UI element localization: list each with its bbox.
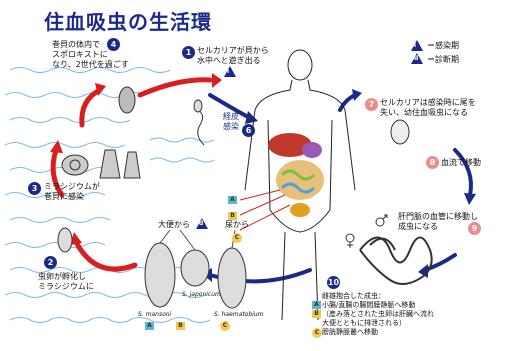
step-1-infective-icon: i [224, 66, 236, 77]
organ-marker-b: B [228, 212, 237, 220]
egg-marker-c: C [220, 321, 230, 331]
step-10-marker-c: C [312, 328, 322, 338]
step-1-text: セルカリアが貝から 水中へと遊ぎ出る [197, 46, 269, 66]
step-6-text: 経皮 感染 [223, 112, 239, 132]
step-8-number: 8 [426, 156, 439, 169]
internal-organs [268, 133, 324, 217]
egg-stool-label: 大便から [158, 220, 190, 230]
egg-urine-label: 尿から [225, 220, 249, 230]
miracidium [58, 228, 72, 252]
egg-marker-b: B [176, 322, 185, 330]
step-9-text: 肝門脈の血管に移動し 成虫になる [398, 212, 478, 232]
step-7-number: 7 [365, 98, 378, 111]
egg-diagnostic-icon: d [196, 218, 208, 229]
egg-pointer-lines [160, 230, 235, 250]
step-9-number: 9 [468, 222, 481, 235]
step-3-text: ミラシジウムが 巻貝に感染 [44, 182, 100, 202]
adult-worms [360, 238, 432, 285]
step-8-text: 血流で移動 [441, 158, 481, 168]
organ-marker-c: C [232, 233, 242, 243]
step-2-number: 2 [44, 256, 57, 269]
infective-stage-icon: i [411, 40, 423, 51]
egg-marker-a: A [145, 322, 154, 330]
egg-species-japonicum: S. japonicum [182, 290, 221, 300]
step-10-marker-b: B [312, 310, 321, 318]
step-10-text: 雌雄抱合した成虫： 小腸/直腸の腸間膜静脈へ移動 （産み落とされた虫卵は肝臓へ流… [322, 292, 434, 337]
diagnostic-stage-icon: d [411, 53, 423, 64]
legend-infective-label: ＝感染期 [427, 41, 459, 51]
step-1-number: 1 [182, 46, 195, 59]
step-6-number: 6 [242, 124, 255, 137]
diagram-title: 住血吸虫の生活環 [44, 6, 212, 35]
water-waves [5, 68, 214, 323]
step-2-text: 虫卵が孵化し ミラシジウムに [38, 272, 94, 292]
step-4-number: 4 [107, 38, 120, 51]
organ-marker-a: A [228, 196, 237, 204]
schistosomulum [391, 120, 409, 144]
cercaria [194, 100, 204, 145]
snails [62, 150, 140, 178]
step-10-number: 10 [327, 276, 340, 289]
step-7-text: セルカリアは感染時に尾を 失い、幼住血吸虫になる [380, 98, 476, 118]
step-3-number: 3 [28, 182, 41, 195]
egg-species-mansoni: S. mansoni [138, 310, 171, 320]
egg-species-haematobium: S. haematobium [214, 310, 263, 320]
sporocyst [119, 87, 135, 113]
step-10-marker-a: A [312, 301, 321, 309]
legend-diagnostic-label: ＝診断期 [427, 55, 459, 65]
